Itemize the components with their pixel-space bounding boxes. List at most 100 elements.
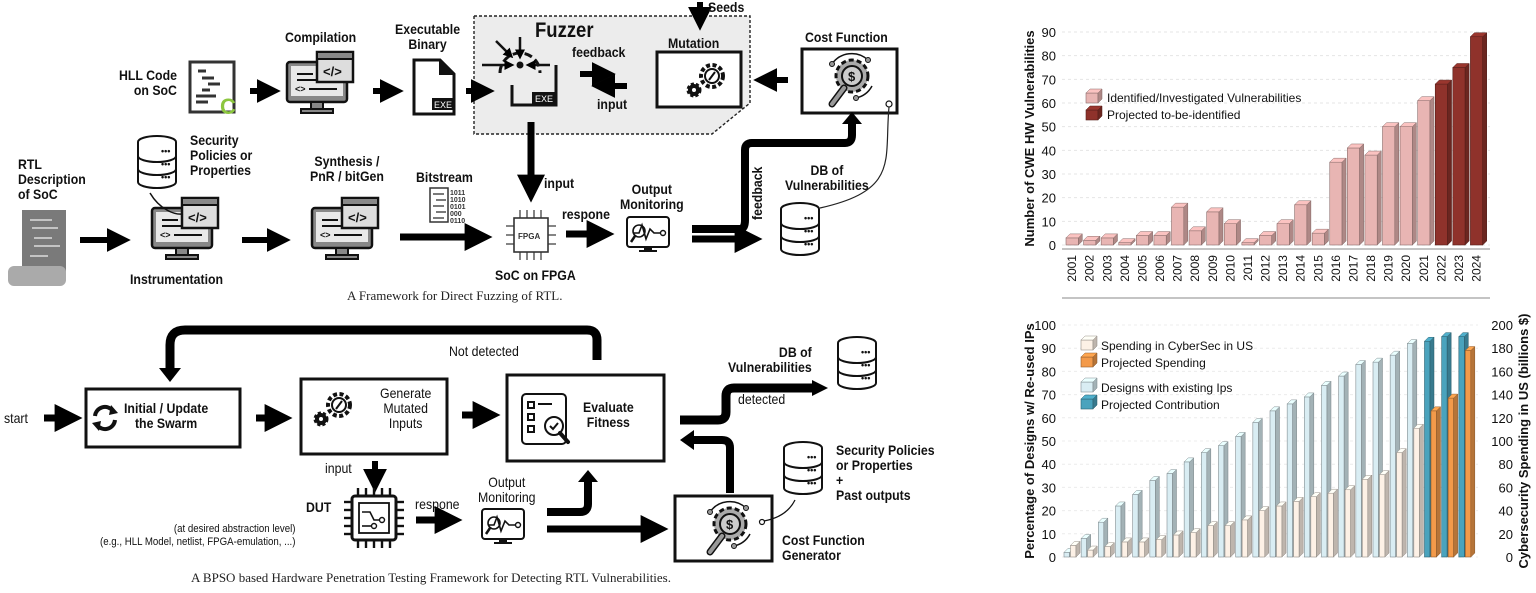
synthesis-label: Synthesis /PnR / bitGen [310,153,384,184]
checklist-icon [521,393,570,445]
input-label: input [325,460,352,476]
bar-spending [1104,541,1115,558]
output-monitoring-icon [480,507,526,546]
y2-tick-label: 200 [1491,318,1513,333]
x-tick-label: 2001 [1065,255,1079,282]
y2-tick-label: 20 [1499,527,1513,542]
bar [1100,233,1119,246]
bar-spending [1275,501,1287,558]
bar-spending [1138,537,1150,558]
x-tick-label: 2007 [1171,255,1185,282]
bar-spending [1121,537,1133,558]
y-axis-label: Number of CWE HW Vulnerabilities [1022,30,1037,246]
x-tick-label: 2006 [1153,255,1167,282]
bar [1223,219,1242,246]
x-tick-label: 2018 [1364,255,1378,282]
fpga-input-label: input [544,175,575,191]
bar [1153,230,1171,246]
bit-row: 1011 [450,190,465,197]
not-detected-loop [165,325,602,372]
x-tick-label: 2016 [1329,255,1343,282]
arrow-to-fitness [547,478,592,516]
exe-tag: EXE [535,94,553,104]
output-monitoring-icon [625,215,671,254]
x-tick-label: 2003 [1100,255,1114,282]
legend-label: Projected Contribution [1101,398,1220,412]
bar-spending [1207,521,1218,558]
bitstream-icon: 1011 1010 0101 000 0110 [429,187,466,225]
svg-text:C: C [220,94,236,119]
y-tick-label: 70 [1042,388,1056,403]
bar [1469,32,1488,246]
legend-swatch [1080,335,1098,351]
x-tick-label: 2019 [1382,255,1396,282]
legend-swatch [1080,377,1098,393]
security-policies-db-icon [783,441,823,495]
bar-spending [1293,496,1304,558]
y-axis-label: Percentage of Designs w/ Re-used IPs [1022,323,1037,559]
bar-spending [1190,528,1201,558]
bar-spending [1258,505,1270,558]
y-tick-label: 0 [1049,550,1056,565]
bar [1065,233,1083,246]
security-policies-db-icon [137,135,177,189]
ip-reuse-spending-chart: 0102030405060708090100020406080100120140… [1022,314,1531,569]
bar [1329,157,1347,246]
bit-row: 000 [450,211,462,218]
x-tick-label: 2002 [1083,255,1097,282]
bar [1135,230,1154,246]
bar-spending [1155,534,1167,558]
bar-spending [1087,545,1098,558]
bar [1311,228,1330,246]
not-detected-label: Not detected [449,343,519,359]
y2-tick-label: 40 [1499,504,1513,519]
executable-file-icon: EXE [412,58,456,116]
x-tick-label: 2014 [1294,255,1308,282]
feedback-label: feedback [572,44,626,60]
bar [1452,62,1470,246]
x-tick-label: 2020 [1399,255,1413,282]
bar-spending [1224,521,1236,558]
compilation-monitor-icon [285,50,355,115]
bar-spending [1327,488,1339,558]
x-tick-label: 2024 [1470,255,1484,282]
legend-label: Designs with existing Ips [1101,381,1232,395]
soc-on-fpga-label: SoC on FPGA [495,267,576,283]
fuzzer-icon: EXE [482,37,558,107]
bar-spending [1344,485,1356,558]
diagram-canvas: <> </> ••• ••• ••• $ [8,2,899,563]
bar [1241,238,1259,246]
x-tick-label: 2011 [1241,255,1255,281]
bar-spending [1069,540,1081,558]
bar [1276,219,1294,246]
synthesis-monitor-icon [310,196,380,261]
y-tick-label: 40 [1042,457,1056,472]
hll-code-icon: C [188,60,236,119]
y-tick-label: 90 [1042,341,1056,356]
db-vulnerabilities-icon [837,336,877,390]
bar [1293,200,1312,246]
bar-designs [1149,475,1160,558]
exe-tag: EXE [434,100,452,110]
legend-label: Projected Spending [1101,356,1206,370]
mutation-box [655,50,743,109]
y2-tick-label: 160 [1491,364,1513,379]
y-tick-label: 0 [1049,238,1056,253]
y-tick-label: 30 [1042,167,1056,182]
bit-row: 0101 [450,204,466,211]
detected-label: detected [738,391,786,407]
y-tick-label: 20 [1042,191,1056,206]
seeds-label: Seeds [708,0,745,15]
y-tick-label: 30 [1042,480,1056,495]
legend-label: Identified/Investigated Vulnerabilities [1107,91,1301,105]
y-tick-label: 60 [1042,411,1056,426]
y-tick-label: 60 [1042,96,1056,111]
bit-row: 0110 [450,218,465,225]
bar [1118,238,1136,246]
bar [1206,207,1224,246]
legend-swatch [1080,352,1098,368]
x-tick-label: 2015 [1311,255,1325,282]
response-label: respone [415,496,460,512]
y-tick-label: 10 [1042,214,1056,229]
